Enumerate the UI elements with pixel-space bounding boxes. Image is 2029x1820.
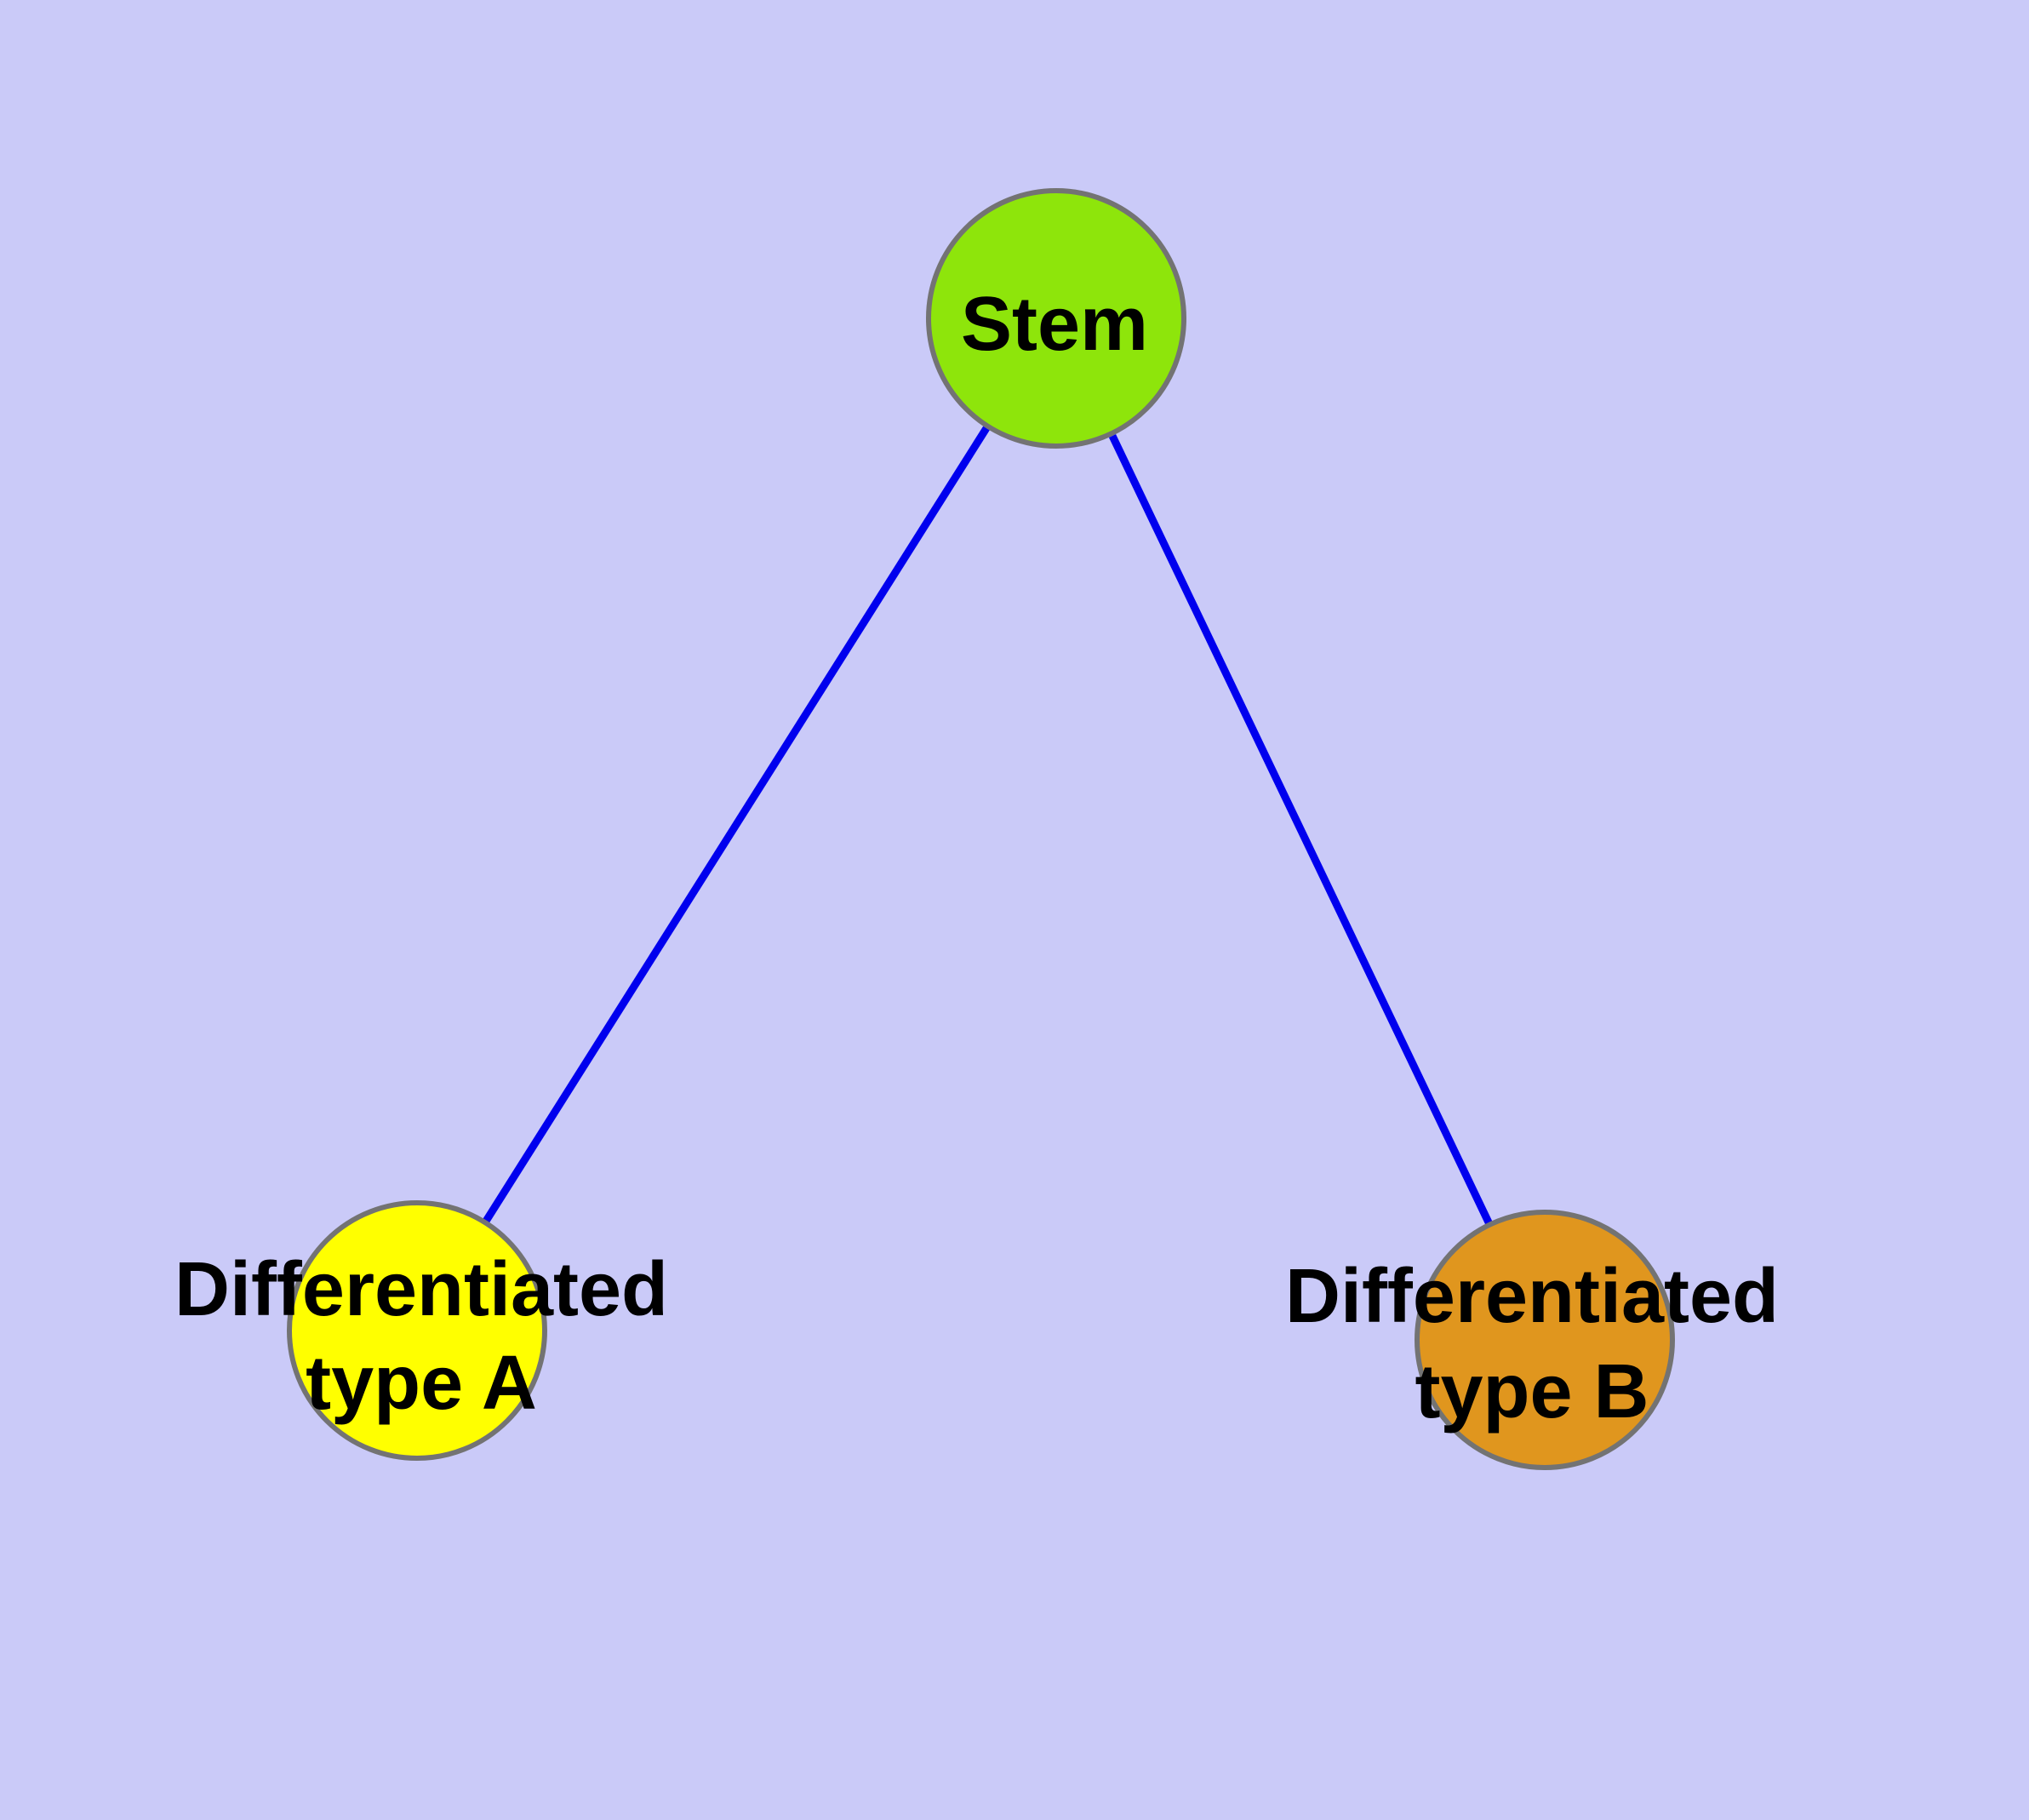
node-type-b-label-line1: Differentiated [1285, 1254, 1779, 1339]
edge-stem-to-type-a [482, 426, 990, 1225]
node-type-a-label-line2: type A [306, 1341, 537, 1426]
edge-stem-to-type-b [1108, 434, 1494, 1226]
node-type-b-label-line2: type B [1415, 1349, 1649, 1434]
node-type-a-label-line1: Differentiated [174, 1247, 668, 1332]
node-differentiated-type-a [287, 1200, 547, 1461]
node-differentiated-type-b [1415, 1210, 1675, 1470]
node-stem-label: Stem [961, 282, 1148, 367]
node-stem [926, 188, 1186, 449]
